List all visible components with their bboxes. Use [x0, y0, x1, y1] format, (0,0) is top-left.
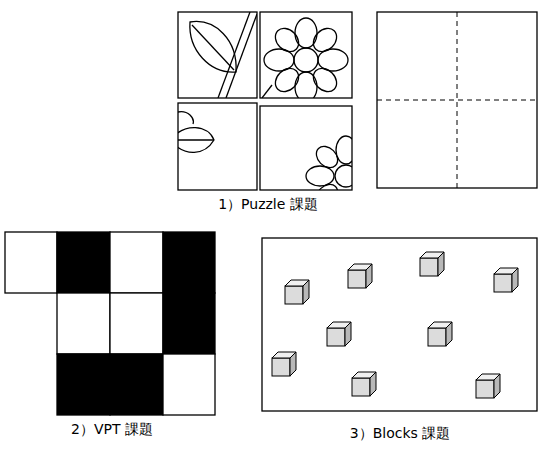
block	[285, 280, 309, 304]
grid-cell	[110, 293, 163, 354]
grid-cell	[110, 354, 163, 415]
leaf-stem-drawing	[190, 12, 257, 98]
block	[327, 322, 351, 346]
grid-cell	[110, 232, 163, 293]
puzzle-piece	[260, 12, 352, 98]
panel-caption: 3）Blocks 課題	[350, 425, 451, 442]
panel-caption: 2）VPT 課題	[71, 421, 153, 438]
blocks-board	[262, 238, 537, 411]
flower-drawing	[262, 18, 348, 98]
block	[352, 372, 376, 396]
puzzle-piece	[178, 12, 257, 98]
puzzle-piece	[260, 106, 352, 190]
puzzle-piece	[178, 103, 257, 190]
flower-part-drawing	[306, 136, 352, 190]
grid-cell	[5, 232, 57, 293]
panel-caption: 1）Puzzle 課題	[218, 196, 318, 213]
grid-cell	[163, 293, 215, 354]
puzzle-pieces	[170, 12, 380, 210]
block	[272, 352, 296, 376]
block	[428, 322, 452, 346]
grid-cell	[57, 232, 110, 293]
block	[348, 264, 372, 288]
block	[420, 252, 444, 276]
block	[494, 268, 518, 292]
vpt-grid	[5, 232, 215, 415]
grid-cell	[163, 354, 215, 415]
leaf-part-drawing	[178, 112, 214, 153]
grid-cell	[163, 232, 215, 293]
grid-cell	[57, 354, 110, 415]
grid-cell	[57, 293, 110, 354]
puzzle-board	[377, 12, 537, 188]
block	[476, 374, 500, 398]
